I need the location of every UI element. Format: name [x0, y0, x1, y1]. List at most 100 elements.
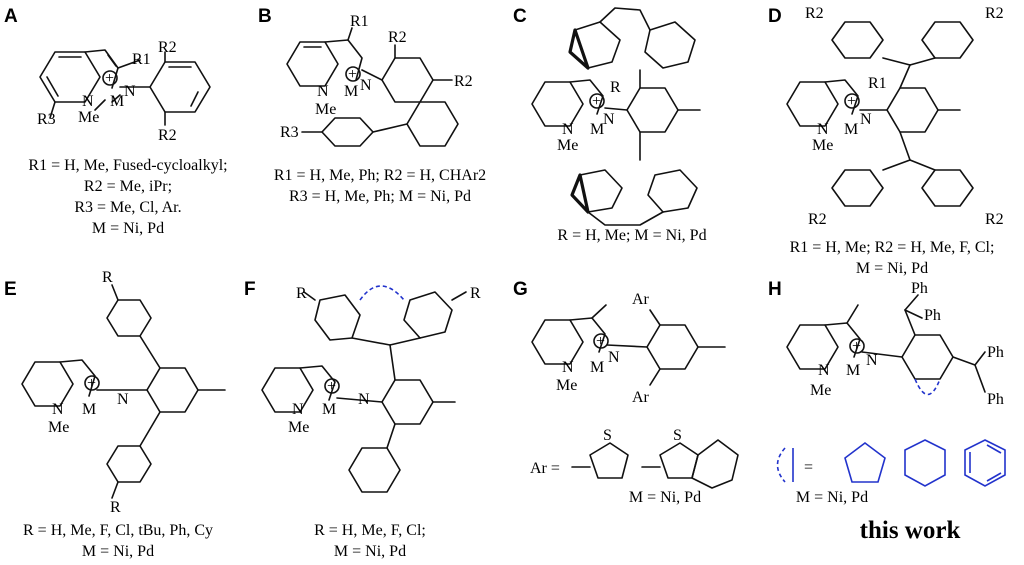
atom-label: N	[358, 391, 370, 408]
caption-c: R = H, Me; M = Ni, Pd	[557, 227, 706, 244]
cationic-charge: +	[596, 333, 605, 350]
caption-f: R = H, Me, F, Cl; M = Ni, Pd	[314, 522, 426, 560]
caption-b: R1 = H, Me, Ph; R2 = H, CHAr2 R3 = H, Me…	[274, 167, 486, 205]
structure-c: + N M N Me R	[531, 7, 701, 226]
cationic-charge: +	[847, 93, 856, 110]
atom-label: R2	[454, 73, 473, 90]
structure-g: + N M N Me Ar Ar Ar = S S	[530, 291, 739, 489]
caption-line: M = Ni, Pd	[92, 220, 164, 237]
atom-label: M	[590, 121, 604, 138]
cationic-charge: +	[327, 378, 336, 395]
caption-line: M = Ni, Pd	[334, 543, 406, 560]
atom-label: R2	[388, 29, 407, 46]
caption-line: R3 = H, Me, Ph; M = Ni, Pd	[289, 188, 471, 205]
atom-label: N	[562, 121, 574, 138]
atom-label: N	[603, 111, 615, 128]
caption-d: R1 = H, Me; R2 = H, Me, F, Cl; M = Ni, P…	[790, 239, 995, 277]
atom-label: R	[610, 79, 621, 96]
atom-label: S	[673, 427, 682, 444]
atom-label: Ar	[632, 389, 650, 406]
atom-label: N	[860, 111, 872, 128]
atom-label: Me	[78, 109, 99, 126]
atom-label: M	[82, 401, 96, 418]
atom-label: R1	[868, 75, 887, 92]
structure-d: + N M N Me R1 R2 R2 R2 R2	[786, 5, 1004, 228]
caption-line: M = Ni, Pd	[82, 543, 154, 560]
caption-g: M = Ni, Pd	[629, 489, 701, 506]
panel-letter-a: A	[4, 6, 18, 27]
atom-label: Ph	[911, 280, 928, 297]
atom-label: Me	[810, 382, 831, 399]
caption-line: M = Ni, Pd	[856, 260, 928, 277]
atom-label: S	[603, 427, 612, 444]
atom-label: Ar	[632, 291, 650, 308]
caption-a: R1 = H, Me, Fused-cycloalkyl; R2 = Me, i…	[28, 157, 227, 237]
caption-line: R3 = Me, Cl, Ar.	[74, 199, 181, 216]
atom-label: R	[296, 285, 307, 302]
structure-a: + N M N Me R3 R1 R2 R2	[37, 39, 211, 144]
atom-label: Ph	[987, 344, 1004, 361]
atom-label: R	[102, 269, 113, 286]
caption-line: R1 = H, Me, Ph; R2 = H, CHAr2	[274, 167, 486, 184]
atom-label: M	[322, 401, 336, 418]
cationic-charge: +	[348, 66, 357, 83]
atom-label: Me	[557, 137, 578, 154]
atom-label: N	[817, 121, 829, 138]
panel-letter-h: H	[768, 279, 782, 300]
atom-label: M	[846, 362, 860, 379]
caption-line: R = H, Me; M = Ni, Pd	[557, 227, 706, 244]
caption-h: M = Ni, Pd this work	[796, 489, 961, 544]
atom-label: N	[292, 401, 304, 418]
atom-label: Ph	[924, 307, 941, 324]
structure-e: + N M N Me R R	[21, 269, 226, 516]
this-work-label: this work	[860, 517, 961, 544]
atom-label: M	[344, 83, 358, 100]
caption-line: R1 = H, Me; R2 = H, Me, F, Cl;	[790, 239, 995, 256]
atom-label: R	[470, 285, 481, 302]
panel-letter-g: G	[513, 279, 528, 300]
atom-label: Me	[288, 419, 309, 436]
atom-label: R2	[805, 5, 824, 22]
panel-letter-f: F	[244, 279, 256, 300]
atom-label: Ph	[987, 391, 1004, 408]
atom-label: Ar =	[530, 460, 560, 477]
atom-label: =	[804, 459, 813, 476]
atom-label: Me	[556, 377, 577, 394]
atom-label: Me	[812, 137, 833, 154]
panel-letter-d: D	[768, 6, 782, 27]
atom-label: N	[52, 401, 64, 418]
cationic-charge: +	[592, 93, 601, 110]
atom-label: N	[117, 391, 129, 408]
structure-f: + N M N Me R R	[261, 285, 481, 493]
cationic-charge: +	[852, 338, 861, 355]
atom-label: R2	[158, 39, 177, 56]
atom-label: R3	[37, 111, 56, 128]
caption-line: R = H, Me, F, Cl, tBu, Ph, Cy	[23, 522, 213, 539]
caption-line: M = Ni, Pd	[629, 489, 701, 506]
structure-h: + N M N Me Ph Ph Ph Ph =	[776, 280, 1006, 487]
atom-label: N	[124, 83, 136, 100]
cationic-charge: +	[87, 375, 96, 392]
caption-line: M = Ni, Pd	[796, 489, 868, 506]
atom-label: R1	[350, 13, 369, 30]
caption-line: R = H, Me, F, Cl;	[314, 522, 426, 539]
atom-label: R	[110, 499, 121, 516]
atom-label: R2	[985, 211, 1004, 228]
atom-label: N	[608, 349, 620, 366]
panel-letter-c: C	[513, 6, 527, 27]
atom-label: N	[818, 362, 830, 379]
structure-b: + N M N Me R1 R2 R2 R3	[280, 13, 473, 147]
atom-label: N	[82, 93, 94, 110]
atom-label: R2	[985, 5, 1004, 22]
atom-label: N	[562, 359, 574, 376]
atom-label: N	[866, 352, 878, 369]
atom-label: R1	[132, 51, 151, 68]
atom-label: Me	[315, 101, 336, 118]
atom-label: R2	[808, 211, 827, 228]
atom-label: Me	[48, 419, 69, 436]
caption-e: R = H, Me, F, Cl, tBu, Ph, Cy M = Ni, Pd	[23, 522, 213, 560]
atom-label: M	[110, 93, 124, 110]
atom-label: R2	[158, 127, 177, 144]
atom-label: N	[360, 77, 372, 94]
